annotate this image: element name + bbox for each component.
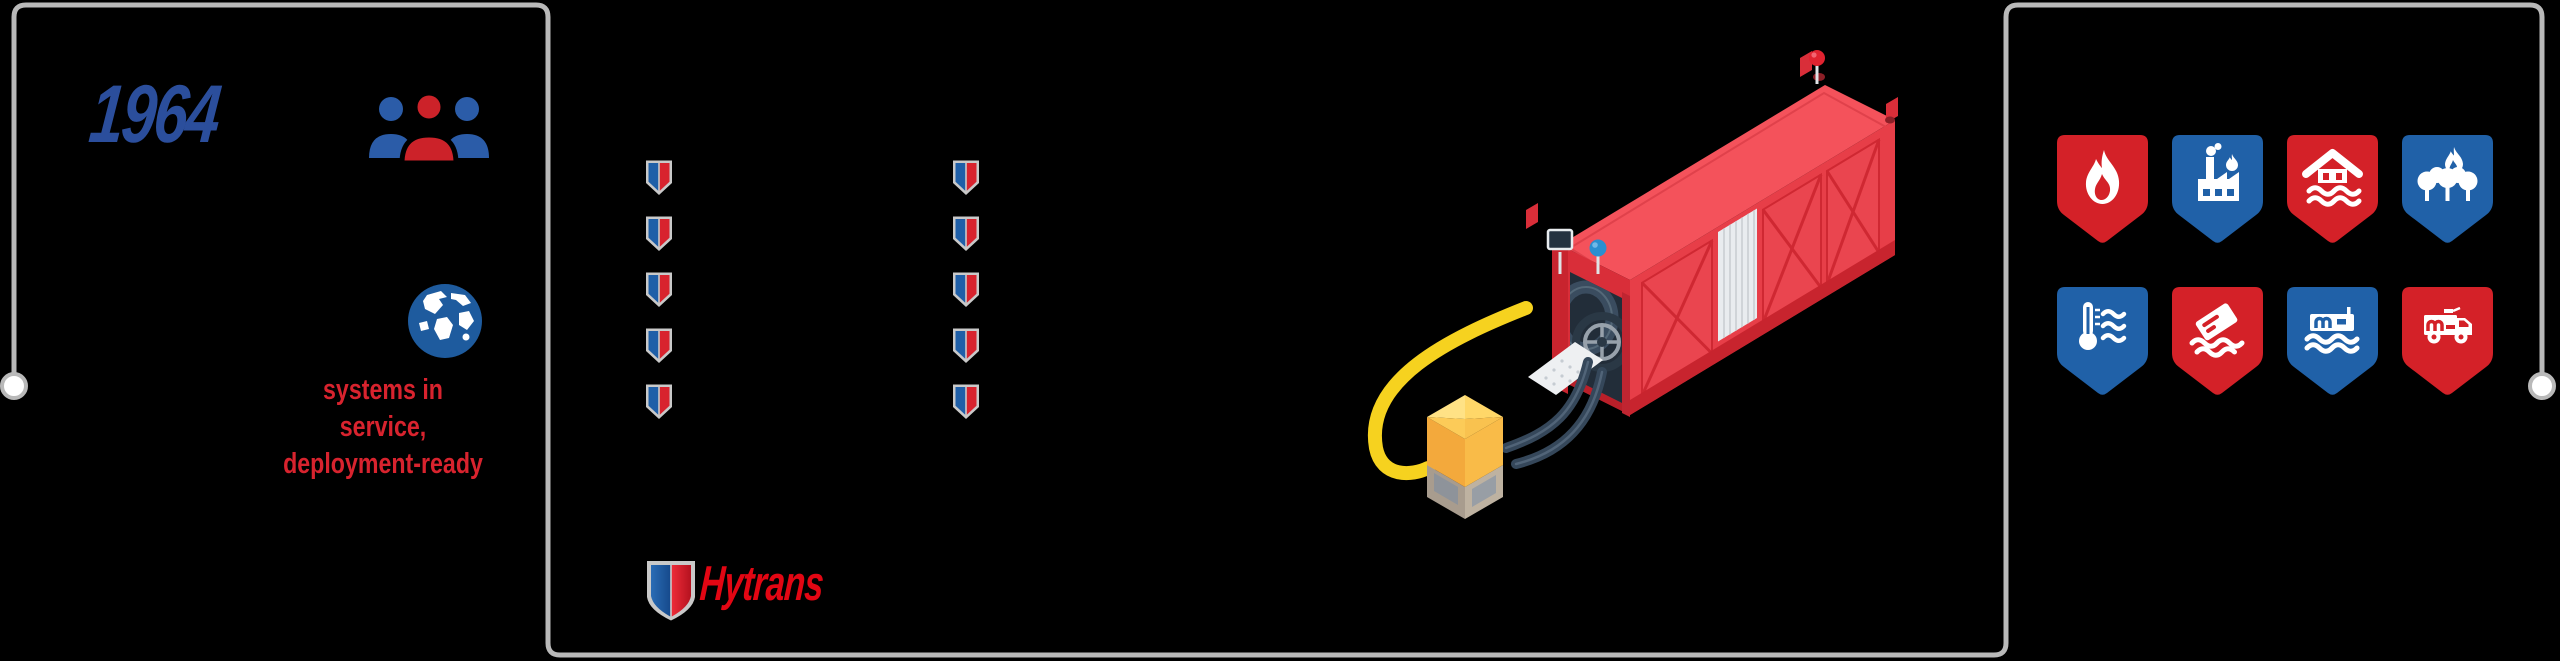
fire-truck-icon (2402, 287, 2493, 395)
floating-pump-icon (2287, 287, 2378, 395)
red-marker-ball (1809, 50, 1825, 66)
globe-icon (408, 284, 482, 358)
capability-bullet-column-left (645, 159, 673, 439)
timeline-line (11, 2, 2545, 658)
team-icon (369, 92, 489, 164)
capability-bullet-shield-icon (952, 159, 980, 196)
submersible-pump (1427, 395, 1503, 519)
hytrans-logo-wordmark: Hytrans (698, 557, 826, 611)
capability-bullet-shield-icon (645, 215, 673, 252)
capability-bullet-shield-icon (645, 327, 673, 364)
capability-bullet-shield-icon (645, 271, 673, 308)
hydrosub-container-illustration (1367, 50, 1898, 519)
yellow-hose (1367, 301, 1533, 481)
capability-bullet-shield-icon (952, 383, 980, 420)
founded-caption: systems in service, deployment-ready (278, 372, 488, 483)
application-shield-grid (2055, 133, 2495, 400)
timeline-node-left (0, 372, 28, 400)
capability-bullet-shield-icon (952, 271, 980, 308)
timeline-node-right (2528, 372, 2556, 400)
hytrans-logo-shield-icon (647, 561, 695, 621)
flame-icon (2057, 135, 2148, 243)
flooded-house-icon (2287, 135, 2378, 243)
capability-bullet-column-right (952, 159, 980, 439)
ramp-plate (1528, 342, 1603, 395)
sinking-ship-icon (2172, 287, 2263, 395)
factory-fire-icon (2172, 135, 2263, 243)
founded-year: 1964 (85, 69, 223, 160)
caption-line-2: deployment-ready (283, 448, 483, 480)
placard-sign (1546, 228, 1574, 251)
thermometer-waves-icon (2057, 287, 2148, 395)
capability-bullet-shield-icon (645, 383, 673, 420)
forest-fire-icon (2402, 135, 2493, 243)
capability-bullet-shield-icon (645, 159, 673, 196)
discharge-hoses (1501, 357, 1607, 469)
capability-bullet-shield-icon (952, 215, 980, 252)
blue-marker-ball (1589, 239, 1607, 257)
capability-bullet-shield-icon (952, 327, 980, 364)
caption-line-1: systems in service, (323, 374, 443, 443)
